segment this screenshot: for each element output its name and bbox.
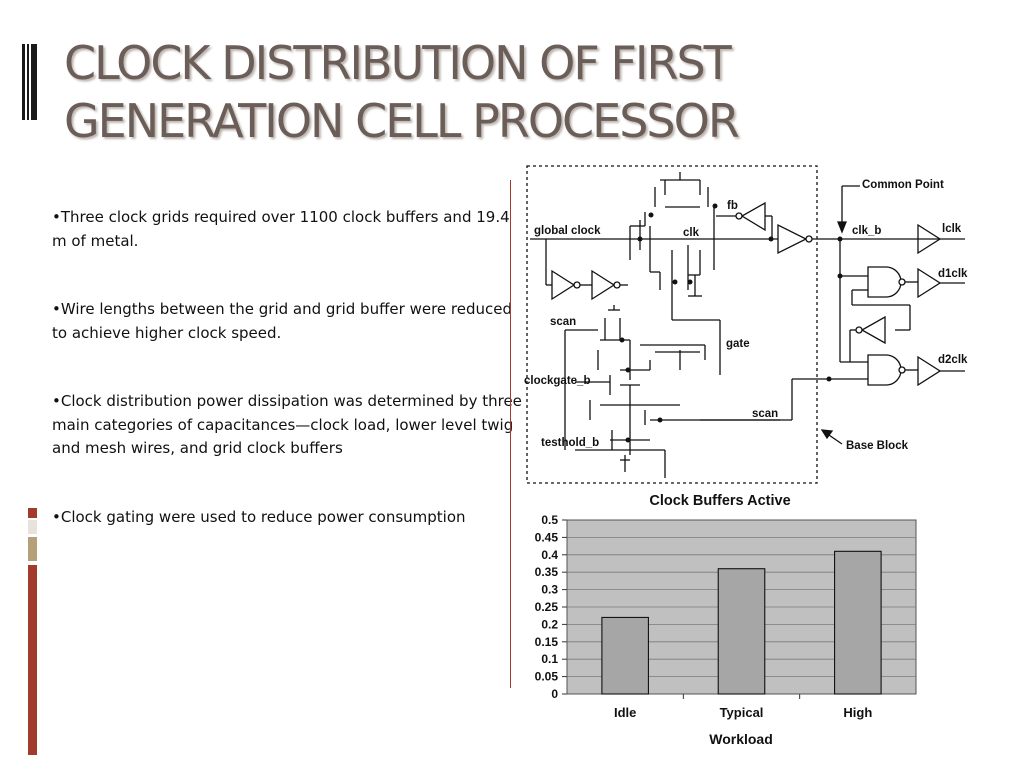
clock-buffers-chart: Clock Buffers Active 0 0.05 0.1 0.15 0.2 0.25…	[535, 493, 917, 747]
x-tick-label: Idle	[614, 705, 636, 720]
y-tick-label: 0.15	[535, 635, 559, 649]
bar-idle	[601, 616, 649, 695]
y-tick-label: 0.1	[541, 652, 558, 666]
chart-title: Clock Buffers Active	[649, 493, 790, 509]
label-d1clk: d1clk	[938, 268, 968, 280]
d1clk-buffer	[917, 267, 942, 299]
y-tick-label: 0.45	[535, 530, 559, 544]
label-clk: clk	[683, 227, 700, 239]
bar-typical	[717, 568, 766, 695]
inverter-feedback	[860, 315, 886, 345]
label-global-clock: global clock	[534, 225, 601, 237]
bullet-1: •Three clock grids required over 1100 cl…	[52, 208, 510, 250]
d1clk-nand	[867, 266, 902, 298]
y-tick-label: 0	[551, 687, 558, 701]
label-gate: gate	[726, 338, 750, 350]
left-accent-light	[28, 520, 37, 534]
lclk-buffer	[917, 223, 942, 255]
inverter-left-1	[551, 269, 576, 301]
slide-title: CLOCK DISTRIBUTION OF FIRST GENERATION C…	[64, 34, 824, 150]
label-clk-b: clk_b	[852, 225, 881, 237]
y-tick-label: 0.25	[535, 600, 559, 614]
slide-title-line-1: CLOCK DISTRIBUTION OF FIRST	[64, 36, 732, 90]
label-base-block: Base Block	[846, 440, 909, 452]
d2clk-buffer	[917, 355, 942, 387]
label-scan-top: scan	[550, 316, 576, 328]
y-tick-label: 0.05	[535, 670, 559, 684]
chart-y-ticks: 0 0.05 0.1 0.15 0.2 0.25 0.3 0.35 0.4 0.45 0.5	[535, 513, 567, 701]
chart-x-axis-label: Workload	[709, 731, 773, 747]
bullet-3: •Clock distribution power dissipation wa…	[52, 392, 522, 457]
d2clk-nand	[867, 354, 902, 386]
left-accent-tan	[28, 537, 37, 561]
y-tick-label: 0.5	[541, 513, 558, 527]
fb-inverter	[740, 201, 766, 232]
label-testhold-b: testhold_b	[541, 437, 599, 449]
y-tick-label: 0.4	[541, 548, 558, 562]
chart-x-ticks: Idle Typical High	[614, 694, 872, 720]
bar-high	[834, 550, 882, 695]
y-tick-label: 0.35	[535, 565, 559, 579]
slide-title-line-2: GENERATION CELL PROCESSOR	[64, 94, 740, 148]
label-clockgate-b: clockgate_b	[524, 375, 590, 387]
bullet-2: •Wire lengths between the grid and grid …	[52, 300, 512, 342]
left-accent-red	[28, 565, 37, 755]
bullet-4: •Clock gating were used to reduce power …	[52, 508, 466, 526]
inverter-left-2	[591, 269, 616, 301]
title-accent-bars	[22, 44, 40, 120]
separator-line	[510, 180, 511, 688]
y-tick-label: 0.3	[541, 583, 558, 597]
label-common-point: Common Point	[862, 179, 944, 191]
chart-bars	[601, 550, 882, 695]
y-tick-label: 0.2	[541, 617, 558, 631]
left-accent-red-top	[28, 508, 37, 518]
label-lclk: lclk	[942, 223, 962, 235]
clock-circuit-diagram: Common Point Base Block global clock fb …	[524, 165, 968, 484]
label-scan-right: scan	[752, 408, 778, 420]
base-block-boundary	[526, 165, 818, 484]
x-tick-label: High	[843, 705, 872, 720]
label-d2clk: d2clk	[938, 354, 968, 366]
clock-buffer-main	[777, 223, 808, 255]
label-fb: fb	[727, 200, 738, 212]
x-tick-label: Typical	[720, 705, 764, 720]
